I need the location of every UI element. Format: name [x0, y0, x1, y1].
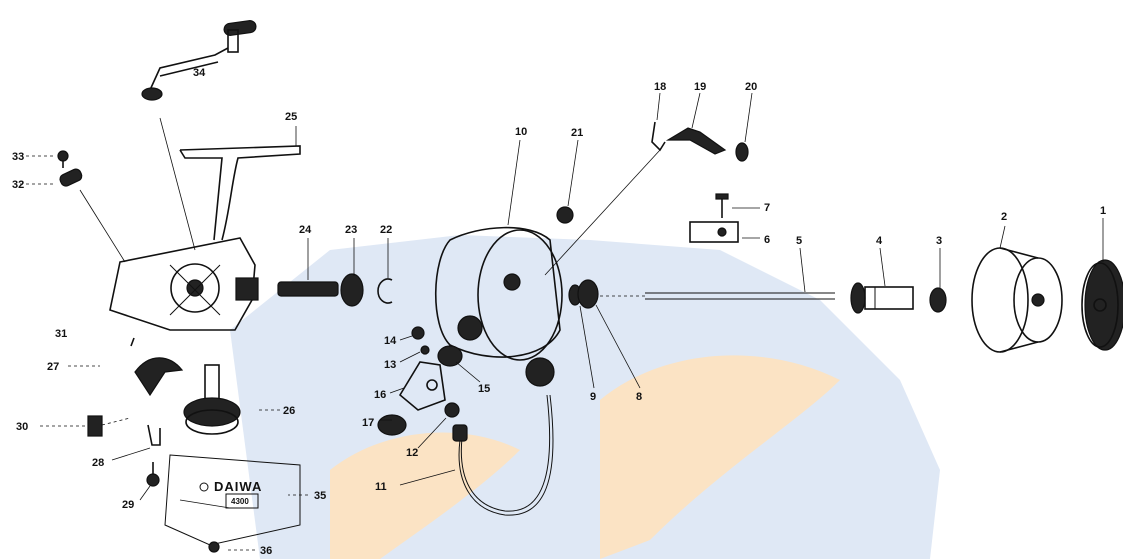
- part-11-bail-wire: [452, 394, 554, 516]
- part-label-21: 21: [571, 127, 583, 139]
- brand-text: DAIWA: [214, 479, 262, 494]
- part-4-drag-assembly: [850, 282, 914, 314]
- part-label-6: 6: [764, 234, 770, 246]
- part-21-screw: [556, 206, 574, 224]
- part-label-14: 14: [384, 335, 397, 347]
- part-label-15: 15: [478, 383, 490, 395]
- part-25-body-frame: [109, 145, 301, 331]
- part-17-knob: [377, 414, 407, 436]
- part-8-nut: [577, 279, 599, 309]
- part-label-31: 31: [55, 328, 67, 340]
- part-label-35: 35: [314, 490, 326, 502]
- part-36-screw: [208, 541, 220, 553]
- part-24-pinion: [277, 281, 339, 297]
- part-label-26: 26: [283, 405, 295, 417]
- part-5-main-shaft: [600, 292, 835, 300]
- part-label-25: 25: [285, 111, 297, 123]
- part-15-roller: [437, 345, 463, 367]
- part-label-29: 29: [122, 499, 134, 511]
- part-label-16: 16: [374, 389, 386, 401]
- part-label-18: 18: [654, 81, 666, 93]
- part-label-2: 2: [1001, 211, 1007, 223]
- part-12-nut: [444, 402, 460, 418]
- part-label-32: 32: [12, 179, 24, 191]
- part-label-8: 8: [636, 391, 642, 403]
- part-16-arm: [398, 361, 446, 411]
- part-33-screw: [57, 150, 69, 168]
- part-label-33: 33: [12, 151, 24, 163]
- part-14-bushing: [411, 326, 425, 340]
- part-20-screw: [735, 142, 749, 162]
- part-label-3: 3: [936, 235, 942, 247]
- part-23-bearing: [340, 273, 364, 307]
- part-27-lever: [134, 357, 184, 397]
- part-label-10: 10: [515, 126, 527, 138]
- part-label-11: 11: [375, 481, 387, 493]
- part-6-clamp: [689, 221, 739, 243]
- part-10-rotor: [435, 226, 563, 387]
- part-label-22: 22: [380, 224, 392, 236]
- part-label-27: 27: [47, 361, 59, 373]
- part-label-7: 7: [764, 202, 770, 214]
- part-label-9: 9: [590, 391, 596, 403]
- part-35-cover: [164, 454, 301, 546]
- part-29-screw: [146, 462, 160, 487]
- part-label-20: 20: [745, 81, 757, 93]
- part-label-28: 28: [92, 457, 104, 469]
- part-26-gear: [183, 364, 241, 435]
- part-label-4: 4: [876, 235, 883, 247]
- part-2-spool: [971, 247, 1063, 353]
- part-34-handle: [141, 20, 257, 101]
- part-31-pin: [130, 337, 135, 347]
- part-label-12: 12: [406, 447, 418, 459]
- part-label-17: 17: [362, 417, 374, 429]
- part-18-spring: [651, 121, 666, 152]
- model-text: 4300: [231, 497, 249, 506]
- part-3-washer: [929, 287, 947, 313]
- part-label-30: 30: [16, 421, 28, 433]
- part-19-bail-arm: [665, 127, 727, 155]
- watermark-logo: [230, 235, 940, 559]
- leader-lines: [20, 92, 1104, 551]
- part-label-5: 5: [796, 235, 802, 247]
- part-28-clip: [147, 424, 161, 446]
- part-label-23: 23: [345, 224, 357, 236]
- part-label-19: 19: [694, 81, 706, 93]
- part-labels: 1 2 3 4 5 6 7 8 9 10 11 12 13 14 15 16 1…: [12, 67, 1106, 557]
- part-13-pin: [420, 345, 430, 355]
- part-label-24: 24: [299, 224, 312, 236]
- part-32-knob: [59, 168, 83, 187]
- part-label-36: 36: [260, 545, 272, 557]
- part-1-drag-knob: [1081, 259, 1123, 351]
- part-7-screw: [715, 193, 729, 218]
- part-22-ring: [377, 278, 393, 304]
- part-label-34: 34: [193, 67, 206, 79]
- part-30-screw: [87, 415, 131, 437]
- part-label-13: 13: [384, 359, 396, 371]
- part-label-1: 1: [1100, 205, 1106, 217]
